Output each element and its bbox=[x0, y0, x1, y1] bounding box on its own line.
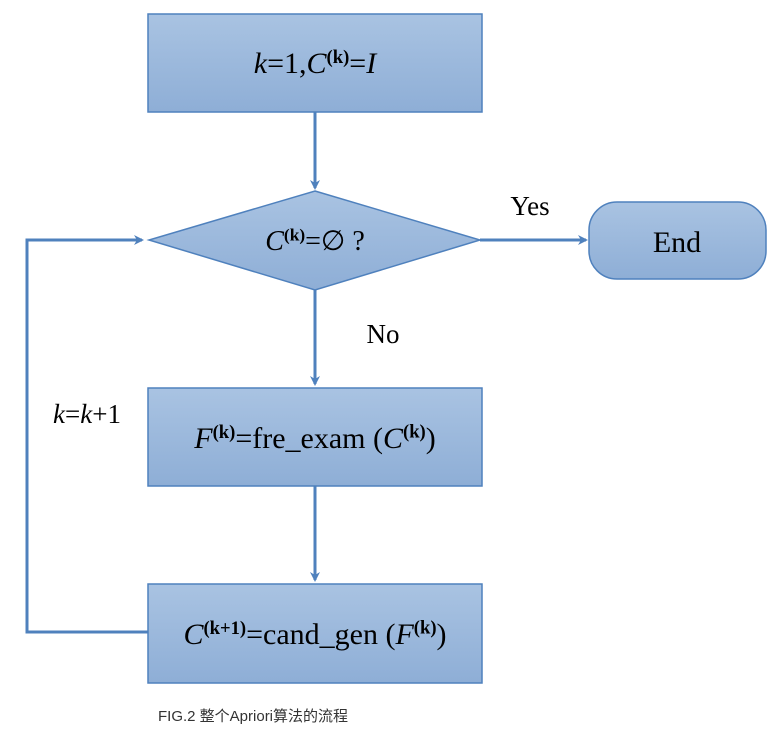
label-part-5: I bbox=[365, 47, 378, 80]
label-part-3: +1 bbox=[92, 399, 121, 429]
label-part-4: (k) bbox=[403, 422, 426, 443]
label-part-0: C bbox=[183, 618, 204, 651]
label-part-5: ) bbox=[426, 422, 436, 455]
label-part-1: = bbox=[65, 399, 80, 429]
no-label: No bbox=[367, 319, 400, 349]
init-label: k=1,C(k)=I bbox=[254, 47, 378, 80]
label-part-2: k bbox=[80, 399, 93, 429]
fre-exam-label: F(k)=fre_exam (C(k)) bbox=[193, 422, 435, 455]
apriori-flowchart: k=1,C(k)=I C(k)=∅ ? End F(k)=fre_exam (C… bbox=[25, 13, 767, 684]
cand-gen-label: C(k+1)=cand_gen (F(k)) bbox=[183, 618, 446, 651]
label-part-3: C bbox=[383, 422, 404, 455]
fre-exam-box bbox=[147, 387, 483, 487]
end-terminator bbox=[588, 201, 767, 280]
label-part-0: C bbox=[265, 226, 284, 257]
cand-gen-box bbox=[147, 583, 483, 684]
decision-diamond bbox=[146, 190, 483, 291]
label-part-2: =cand_gen ( bbox=[246, 618, 395, 651]
label-part-1: =1, bbox=[267, 47, 306, 80]
decision-label: C(k)=∅ ? bbox=[265, 225, 365, 257]
label-part-4: (k) bbox=[414, 618, 437, 639]
label-part-0: k bbox=[254, 47, 268, 80]
end-label: End bbox=[653, 226, 701, 259]
label-part-5: ) bbox=[437, 618, 447, 651]
yes-label: Yes bbox=[510, 191, 549, 221]
loop-label: k=k+1 bbox=[53, 399, 121, 429]
label-part-2: =∅ ? bbox=[305, 226, 365, 257]
init-box bbox=[147, 13, 483, 113]
label-part-3: (k) bbox=[327, 47, 350, 68]
label-part-0: F bbox=[193, 422, 213, 455]
label-part-1: (k) bbox=[213, 422, 236, 443]
label-part-3: F bbox=[394, 618, 414, 651]
label-part-2: C bbox=[307, 47, 328, 80]
label-part-1: (k+1) bbox=[203, 618, 246, 639]
figure-caption: FIG.2 整个Apriori算法的流程 bbox=[158, 708, 349, 725]
label-part-2: =fre_exam ( bbox=[235, 422, 383, 455]
connectors bbox=[25, 112, 588, 634]
loop-back-arrow bbox=[25, 235, 148, 634]
label-part-4: = bbox=[349, 47, 366, 80]
label-part-0: End bbox=[653, 226, 701, 259]
label-part-1: (k) bbox=[284, 225, 305, 244]
label-part-0: k bbox=[53, 399, 66, 429]
